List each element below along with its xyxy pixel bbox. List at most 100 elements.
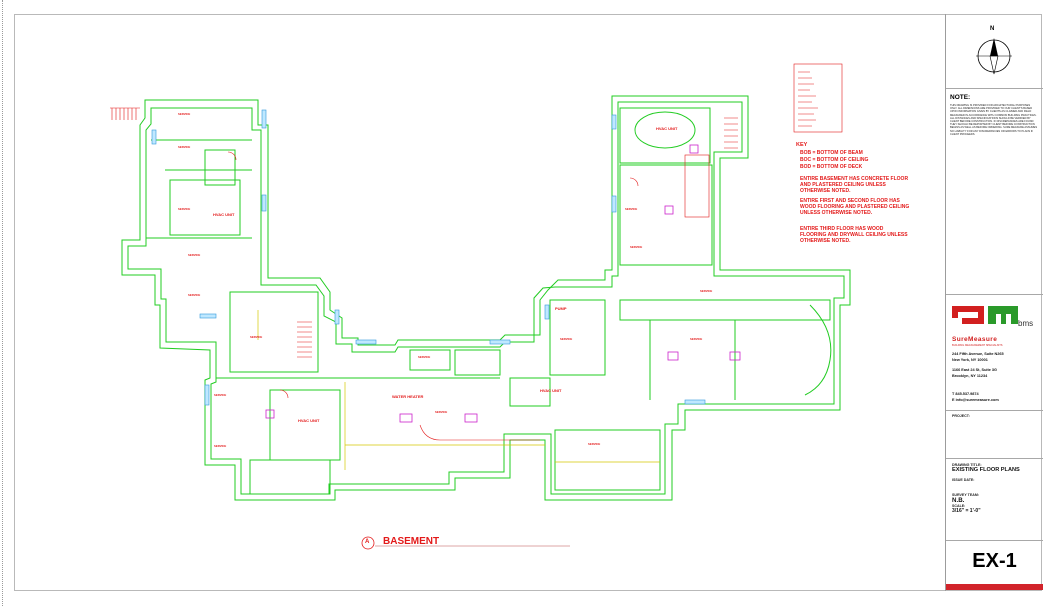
key-title: KEY	[796, 142, 808, 148]
window	[684, 399, 706, 405]
divider	[946, 88, 1043, 89]
key-item: BOB = BOTTOM OF BEAM	[800, 150, 863, 156]
note-title: NOTE:	[950, 94, 971, 101]
legend-box	[793, 63, 843, 133]
window	[199, 313, 217, 319]
drawing-title-label: DRAWING TITLE:	[952, 463, 982, 467]
logo-suffix: bms	[1018, 319, 1034, 328]
floor-note: ENTIRE THIRD FLOOR HAS WOOD FLOORING AND…	[800, 226, 908, 244]
page-edge-dotted	[2, 0, 3, 606]
room-wall	[619, 107, 711, 164]
room-tag: SERVICE	[178, 207, 190, 211]
key-item: BOC = BOTTOM OF CEILING	[800, 157, 869, 163]
room-tag: SERVICE	[188, 253, 200, 257]
fixture	[399, 413, 413, 423]
room-wall	[169, 179, 241, 236]
key-item: BOD = BOTTOM OF DECK	[800, 164, 863, 170]
room-tag: SERVICE	[214, 444, 226, 448]
brand-tagline: BUILDING MEASUREMENT SPECIALISTS	[952, 344, 1003, 347]
room-wall	[409, 349, 451, 371]
room-wall	[509, 377, 551, 407]
room-wall	[554, 429, 661, 491]
sheet-number: EX-1	[972, 550, 1017, 572]
room-tag: SERVICE	[625, 207, 637, 211]
drawing-title: EXISTING FLOOR PLANS	[952, 467, 1020, 473]
left-wing-outer-wall	[121, 95, 851, 501]
room-wall	[249, 459, 331, 495]
left-wing-inner-wall	[127, 101, 845, 495]
window	[544, 304, 550, 320]
room-tag: SERVICE	[560, 337, 572, 341]
survey-team: N.B.	[952, 497, 965, 504]
room-label-pump: PUMP	[555, 306, 567, 311]
door-swing	[279, 389, 289, 399]
address-line: 244 Fifth Avenue, Suite N265	[952, 352, 1004, 356]
scale: 3/16" = 1'-0"	[952, 508, 981, 514]
room-wall	[619, 299, 831, 321]
window	[611, 114, 617, 130]
door-swing	[227, 151, 237, 161]
title-block: N NOTE: THIS DRAWING IS PROVIDED FOR ARC…	[945, 14, 1043, 591]
north-arrow-icon	[976, 38, 1012, 75]
duct-run	[684, 154, 710, 218]
room-tag: SERVICE	[178, 112, 190, 116]
window	[489, 339, 511, 345]
room-wall	[619, 164, 713, 266]
room-wall	[229, 291, 319, 373]
floor-note: ENTIRE BASEMENT HAS CONCRETE FLOOR AND P…	[800, 176, 909, 194]
window	[355, 339, 377, 345]
hvac-round-enclosure	[634, 111, 696, 149]
room-tag: SERVICE	[690, 337, 702, 341]
plan-title: BASEMENT	[383, 536, 440, 547]
window	[611, 195, 617, 213]
window	[334, 309, 340, 325]
divider	[946, 294, 1043, 295]
sheet-border	[14, 14, 1042, 591]
divider	[946, 458, 1043, 459]
email: E info@suremeasure.com	[952, 398, 999, 402]
window	[204, 384, 210, 406]
address-line: Brooklyn, NY 11234	[952, 374, 988, 378]
floor-note: ENTIRE FIRST AND SECOND FLOOR HAS WOOD F…	[800, 198, 910, 216]
brand-name: SureMeasure	[952, 336, 998, 343]
stair-right-top	[724, 117, 738, 149]
room-label-hvac-unit: HVAC UNIT	[540, 388, 562, 393]
round-room-wall	[804, 304, 832, 396]
divider	[946, 410, 1043, 411]
fixture	[667, 351, 679, 361]
room-tag: SERVICE	[630, 245, 642, 249]
address-line: New York, NY 10001	[952, 358, 988, 362]
room-tag: SERVICE	[250, 335, 262, 339]
section-marker-letter: A	[365, 539, 370, 545]
fixture	[464, 413, 478, 423]
issue-date-label: ISSUE DATE:	[952, 478, 975, 482]
room-label-hvac-unit: HVAC UNIT	[298, 418, 320, 423]
suremeasure-logo	[952, 306, 1018, 324]
room-tag: SERVICE	[588, 442, 600, 446]
window	[151, 129, 157, 145]
scale-label: SCALE:	[952, 504, 966, 508]
door-swing	[629, 177, 639, 187]
fixture	[664, 205, 674, 215]
room-tag: SERVICE	[418, 355, 430, 359]
north-label: N	[990, 26, 995, 32]
red-accent-bar	[946, 584, 1043, 590]
room-tag: SERVICE	[214, 393, 226, 397]
room-wall	[549, 299, 606, 376]
fixture	[265, 409, 275, 419]
project-label: PROJECT:	[952, 414, 970, 418]
room-label-water-heater: WATER HEATER	[392, 394, 424, 399]
divider	[946, 540, 1043, 541]
room-wall	[269, 389, 341, 461]
room-tag: SERVICE	[178, 145, 190, 149]
room-label-hvac-unit: HVAC UNIT	[656, 126, 678, 131]
survey-team-label: SURVEY TEAM:	[952, 493, 980, 497]
room-label-hvac-unit: HVAC UNIT	[213, 212, 235, 217]
duct	[419, 424, 540, 441]
phone: T 845.537.9874	[952, 392, 979, 396]
window	[261, 194, 267, 212]
note-text: THIS DRAWING IS PROVIDED FOR ARCHITECTUR…	[950, 104, 1038, 136]
room-tag: SERVICE	[700, 289, 712, 293]
section-marker-circle	[361, 536, 375, 550]
